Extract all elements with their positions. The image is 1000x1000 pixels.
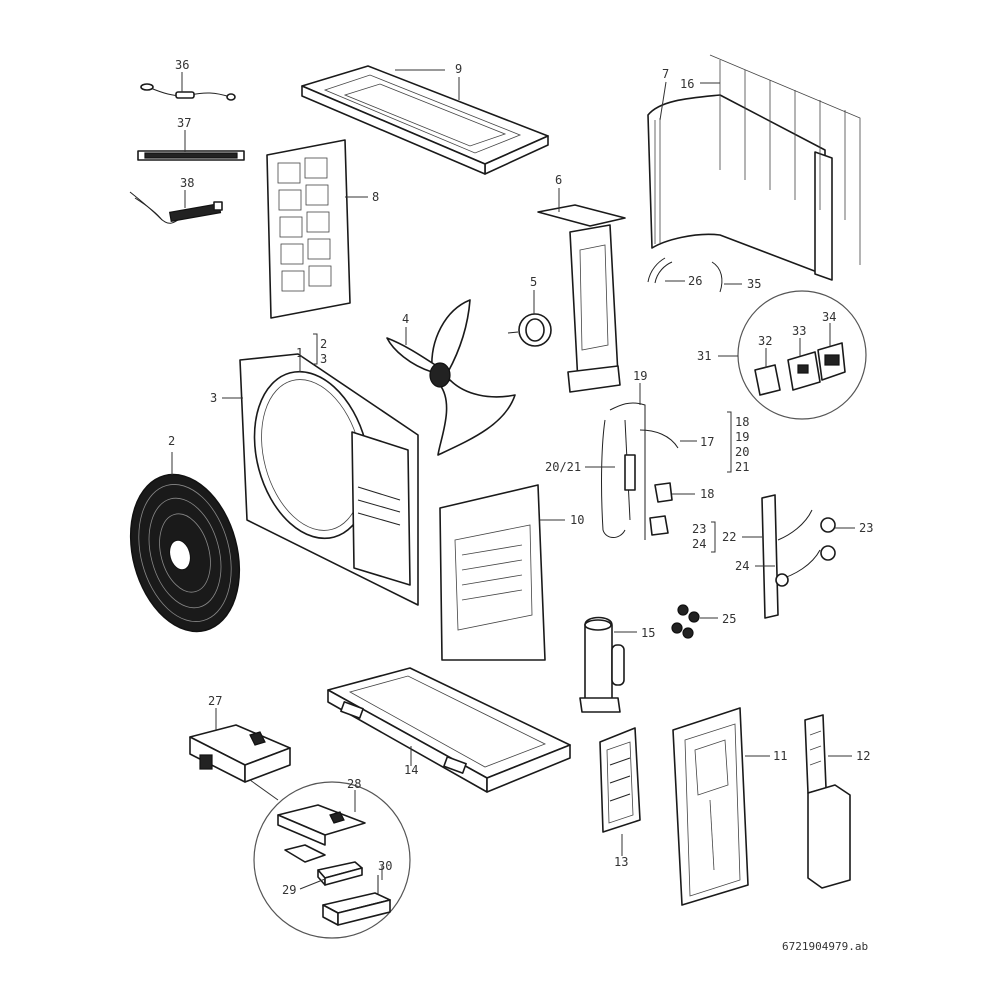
- part-15-compressor: [579, 616, 625, 713]
- label-19: 19: [633, 369, 647, 383]
- part-28-pcb: [277, 804, 366, 846]
- label-group-17-a: 18: [735, 415, 749, 429]
- label-8: 8: [372, 190, 379, 204]
- label-14: 14: [404, 763, 418, 777]
- part-29-cover: [284, 844, 363, 886]
- label-16: 16: [680, 77, 694, 91]
- part-3-front-panel: [239, 353, 419, 606]
- part-9-top-cover: [301, 65, 549, 175]
- label-23: 23: [859, 521, 873, 535]
- label-3: 3: [210, 391, 217, 405]
- part-32: [754, 364, 781, 396]
- label-15: 15: [641, 626, 655, 640]
- label-group-17-c: 20: [735, 445, 749, 459]
- part-35-pipe: [711, 261, 723, 293]
- part-2-fan-guard: [129, 473, 241, 633]
- label-9: 9: [455, 62, 462, 76]
- part-6-motor-bracket: [537, 204, 626, 393]
- part-27-control-box: [189, 724, 291, 783]
- part-33: [787, 351, 821, 391]
- label-group-1-b: 3: [320, 352, 327, 366]
- label-32: 32: [758, 334, 772, 348]
- label-group-22-b: 24: [692, 537, 706, 551]
- part-12-corner-cover: [804, 714, 851, 889]
- label-35: 35: [747, 277, 761, 291]
- label-12: 12: [856, 749, 870, 763]
- label-2: 2: [168, 434, 175, 448]
- detail-circle-27: [253, 781, 411, 939]
- label-13: 13: [614, 855, 628, 869]
- label-10: 10: [570, 513, 584, 527]
- label-4: 4: [402, 312, 409, 326]
- label-group-17-d: 21: [735, 460, 749, 474]
- label-1: 1: [296, 346, 303, 360]
- label-34: 34: [822, 310, 836, 324]
- label-33: 33: [792, 324, 806, 338]
- label-37: 37: [177, 116, 191, 130]
- label-30: 30: [378, 859, 392, 873]
- label-36: 36: [175, 58, 189, 72]
- label-18: 18: [700, 487, 714, 501]
- drawing-number: 6721904979.ab: [782, 940, 868, 953]
- part-13-side-module: [599, 727, 641, 833]
- part-14-base-pan: [327, 667, 571, 793]
- part-piping-assembly: [601, 402, 679, 540]
- part-7-condenser-coil: [647, 54, 861, 281]
- part-25-nuts: [671, 604, 700, 639]
- label-27: 27: [208, 694, 222, 708]
- part-30-bracket: [322, 875, 391, 926]
- label-31: 31: [697, 349, 711, 363]
- part-5-fan-motor: [507, 313, 552, 347]
- label-24: 24: [735, 559, 749, 573]
- label-6: 6: [555, 173, 562, 187]
- label-22: 22: [722, 530, 736, 544]
- detail-circle-31: [737, 290, 867, 420]
- label-28: 28: [347, 777, 361, 791]
- part-8-grille-panel: [266, 139, 351, 319]
- part-4-fan-blade: [386, 299, 516, 456]
- label-38: 38: [180, 176, 194, 190]
- part-37-bar: [137, 150, 245, 161]
- label-5: 5: [530, 275, 537, 289]
- part-10-partition: [439, 484, 546, 661]
- label-group-22-a: 23: [692, 522, 706, 536]
- part-38-harness: [129, 191, 223, 224]
- label-20-21: 20/21: [545, 460, 581, 474]
- label-group-17-b: 19: [735, 430, 749, 444]
- part-26-pipe: [647, 257, 673, 284]
- part-36-sensor-cable: [140, 83, 236, 101]
- label-25: 25: [722, 612, 736, 626]
- label-26: 26: [688, 274, 702, 288]
- label-group-1-a: 2: [320, 337, 327, 351]
- part-11-side-panel: [672, 707, 749, 906]
- part-22-valve-panel: [761, 494, 836, 619]
- label-29: 29: [282, 883, 296, 897]
- label-17: 17: [700, 435, 714, 449]
- label-7: 7: [662, 67, 669, 81]
- part-34: [817, 342, 846, 381]
- label-11: 11: [773, 749, 787, 763]
